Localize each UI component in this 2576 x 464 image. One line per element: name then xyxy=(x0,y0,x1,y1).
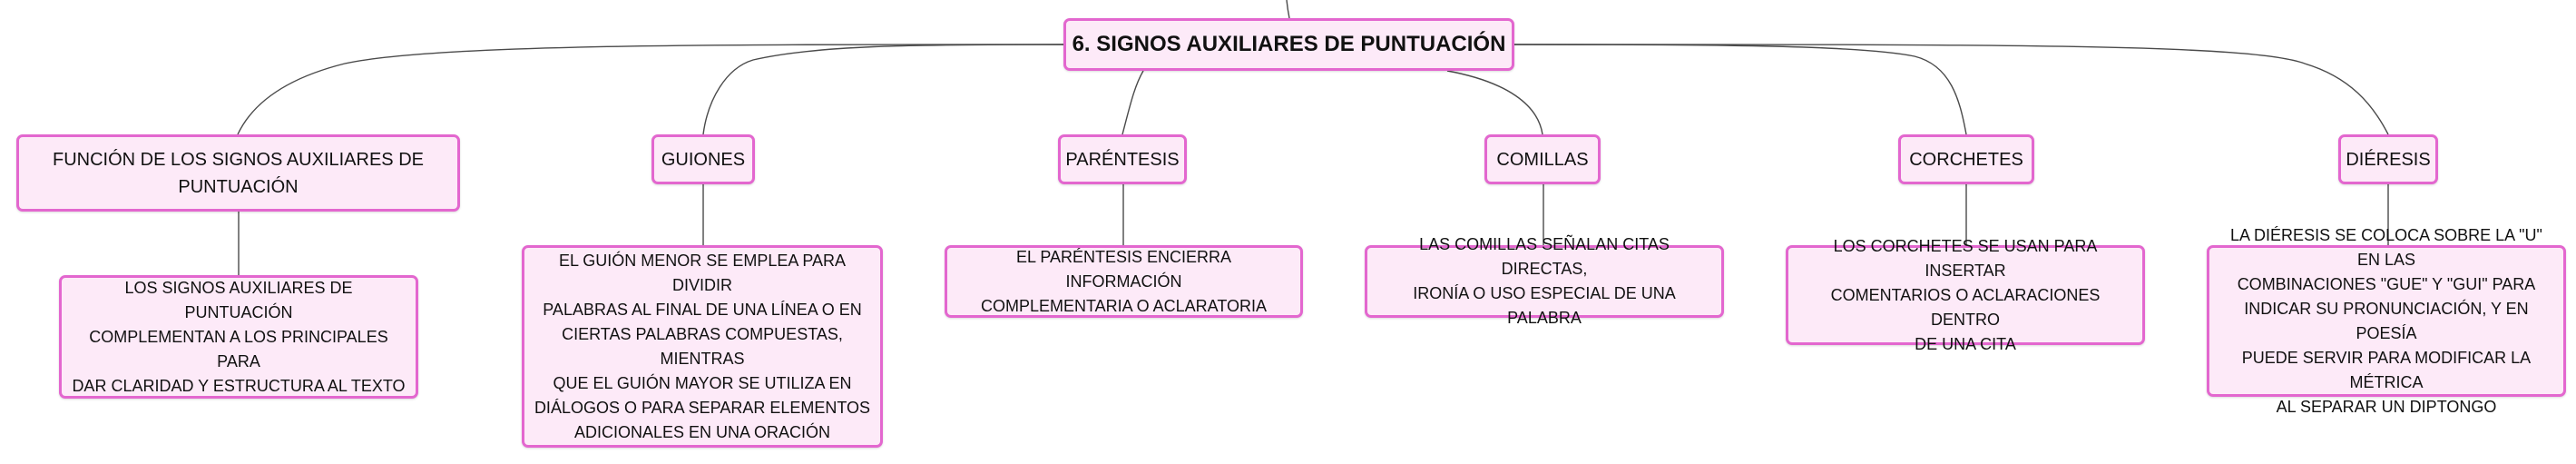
topic-funcion[interactable]: FUNCIÓN DE LOS SIGNOS AUXILIARES DE PUNT… xyxy=(16,134,460,212)
root-label: 6. SIGNOS AUXILIARES DE PUNTUACIÓN xyxy=(1072,32,1506,56)
description-parentesis[interactable]: EL PARÉNTESIS ENCIERRA INFORMACIÓN COMPL… xyxy=(945,245,1303,318)
description-comillas[interactable]: LAS COMILLAS SEÑALAN CITAS DIRECTAS, IRO… xyxy=(1365,235,1724,327)
topic-parentesis[interactable]: PARÉNTESIS xyxy=(1058,134,1187,184)
topic-label: FUNCIÓN DE LOS SIGNOS AUXILIARES DE PUNT… xyxy=(53,149,424,197)
description-corchetes[interactable]: LOS CORCHETES SE USAN PARA INSERTAR COME… xyxy=(1786,237,2145,353)
description-text: LA DIÉRESIS SE COLOCA SOBRE LA "U" EN LA… xyxy=(2230,225,2542,416)
connector-root-to-parentesis xyxy=(1121,70,1144,135)
topic-label: PARÉNTESIS xyxy=(1065,149,1180,170)
connector-root-to-guiones xyxy=(702,44,1064,135)
description-dieresis[interactable]: LA DIÉRESIS SE COLOCA SOBRE LA "U" EN LA… xyxy=(2207,226,2566,416)
connector-parent-to-root xyxy=(1286,0,1290,19)
topic-label: CORCHETES xyxy=(1909,149,2023,170)
root-node[interactable]: 6. SIGNOS AUXILIARES DE PUNTUACIÓN xyxy=(1063,18,1514,71)
topic-comillas[interactable]: COMILLAS xyxy=(1484,134,1601,184)
description-funcion[interactable]: LOS SIGNOS AUXILIARES DE PUNTUACIÓN COMP… xyxy=(59,275,418,399)
description-text: EL GUIÓN MENOR SE EMPLEA PARA DIVIDIR PA… xyxy=(534,251,871,441)
topic-corchetes[interactable]: CORCHETES xyxy=(1898,134,2034,184)
topic-label: COMILLAS xyxy=(1496,149,1589,170)
description-guiones[interactable]: EL GUIÓN MENOR SE EMPLEA PARA DIVIDIR PA… xyxy=(522,245,883,448)
topic-dieresis[interactable]: DIÉRESIS xyxy=(2338,134,2438,184)
topic-label: GUIONES xyxy=(661,149,746,170)
description-text: EL PARÉNTESIS ENCIERRA INFORMACIÓN COMPL… xyxy=(980,247,1268,315)
connector-root-to-comillas xyxy=(1446,70,1543,135)
connector-root-to-corchetes xyxy=(1513,44,1967,135)
description-text: LOS SIGNOS AUXILIARES DE PUNTUACIÓN COMP… xyxy=(72,278,406,395)
topic-guiones[interactable]: GUIONES xyxy=(651,134,755,184)
description-text: LAS COMILLAS SEÑALAN CITAS DIRECTAS, IRO… xyxy=(1413,235,1676,327)
topic-label: DIÉRESIS xyxy=(2346,149,2431,170)
description-text: LOS CORCHETES SE USAN PARA INSERTAR COME… xyxy=(1830,236,2101,353)
connector-root-to-funcion xyxy=(237,44,1064,135)
connector-root-to-dieresis xyxy=(1513,44,2389,135)
